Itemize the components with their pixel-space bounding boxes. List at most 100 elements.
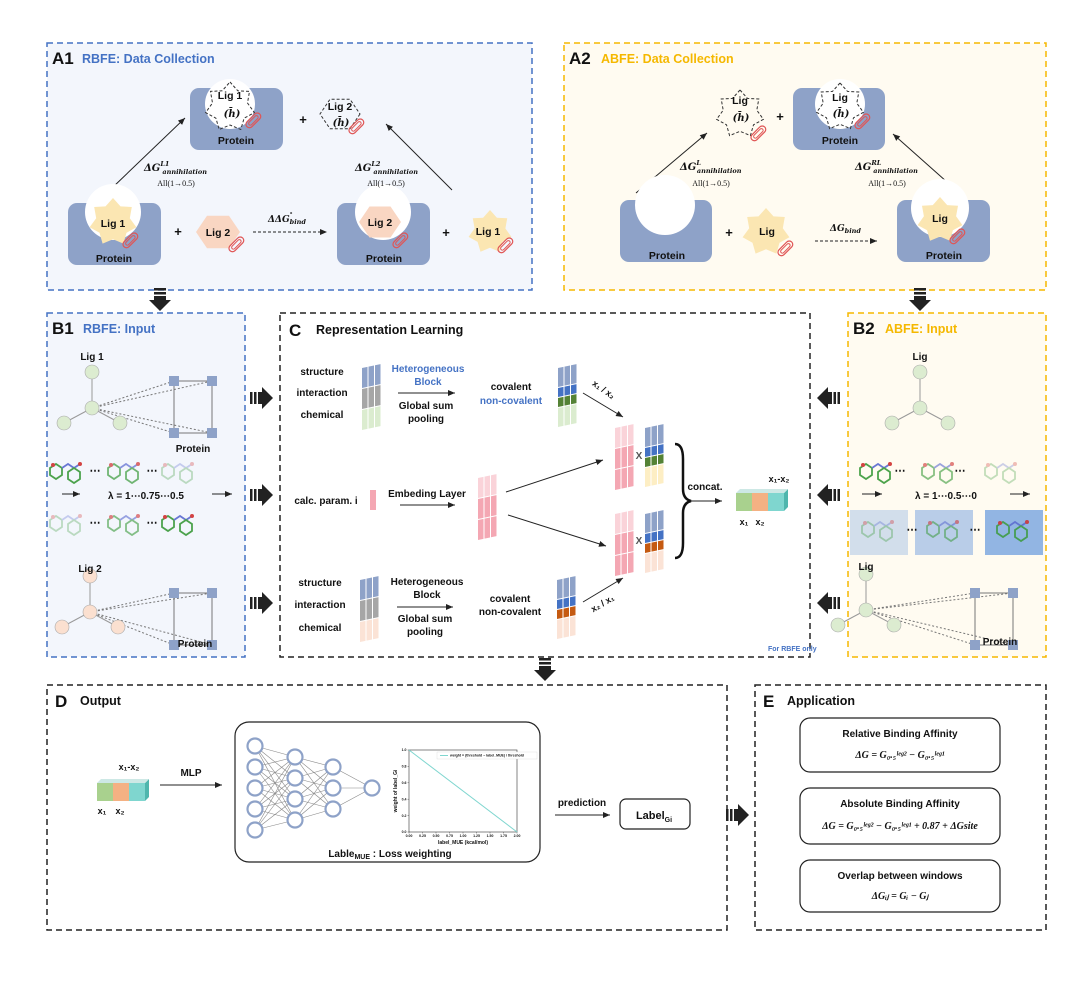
vector-top: [97, 779, 149, 783]
nn-neuron: [246, 800, 264, 818]
feature-cell: [368, 386, 374, 408]
atom: [163, 463, 167, 467]
ligand-node: [54, 619, 70, 635]
feature-structure: structure: [298, 578, 342, 589]
feature-cell: [491, 474, 497, 496]
feature-stack: [557, 576, 576, 639]
diff-label: x₁-x₂: [119, 762, 140, 772]
arrow-stripe: [827, 392, 832, 404]
feature-cell: [645, 446, 651, 457]
arrow-stripe: [254, 489, 257, 501]
atom: [955, 520, 959, 524]
ligand-node: [912, 364, 928, 380]
feature-cell: [645, 456, 651, 467]
ligand-hexagon: [196, 215, 240, 249]
atom: [190, 514, 194, 518]
x-tick-label: 1.00: [460, 834, 467, 838]
lig2-label: Lig 2: [206, 227, 231, 239]
hetero-block-label: Block: [413, 590, 441, 601]
binding-pocket: [635, 175, 695, 235]
ligand-star: [742, 208, 790, 254]
ligand-conformer: [107, 462, 140, 485]
lig2-label: Lig 2: [368, 217, 393, 229]
annihilated-ligand-star: [715, 89, 765, 137]
thick-arrow-down: [149, 288, 171, 311]
arrow-stripe: [827, 489, 832, 501]
interaction-edge: [865, 592, 1014, 611]
panel-b1: [46, 312, 246, 658]
paperclip-outer: [949, 228, 966, 245]
feature-cell: [615, 426, 621, 448]
ligand-node: [82, 604, 98, 620]
paperclip-inner: [780, 243, 791, 254]
paperclip-inner: [125, 235, 136, 246]
feature-cell: [558, 406, 564, 427]
arrow-head: [817, 484, 828, 506]
protein-node: [169, 376, 179, 386]
feature-cell: [478, 497, 484, 519]
arrow-stripe: [254, 392, 257, 404]
feature-cell: [651, 531, 657, 542]
y-tick-label: 1.0: [402, 748, 407, 752]
protein-structure-snapshot: [850, 510, 908, 555]
flow-arrow: [582, 392, 624, 418]
y-tick-label: 0.4: [402, 797, 407, 801]
ellipsis: ⋯: [955, 465, 966, 477]
chain: [1008, 520, 1028, 528]
ellipsis: ⋯: [147, 465, 158, 477]
ring: [179, 466, 193, 485]
arrow-stripe: [154, 292, 166, 295]
atom: [51, 463, 55, 467]
flow-arrow: [507, 514, 607, 547]
ring: [926, 520, 940, 539]
y-tick-label: 0.6: [402, 781, 407, 785]
nn-neuron: [246, 758, 264, 776]
ring: [179, 518, 193, 537]
protein-node: [970, 588, 980, 598]
x-tick-label: 0.75: [446, 834, 453, 838]
arrow-stripe: [258, 392, 263, 404]
thick-arrow-down: [909, 288, 931, 311]
feature-stack: [615, 424, 634, 490]
paperclip-inner: [952, 231, 963, 242]
protein-label: Protein: [96, 253, 132, 265]
arrow-head: [534, 670, 556, 681]
hetero-block-label: Heterogeneous: [391, 577, 464, 588]
flow-arrow: [111, 117, 186, 189]
atom: [950, 462, 954, 466]
feature-cell: [645, 426, 651, 447]
arrow-stripe: [258, 597, 263, 609]
feature-cell: [621, 467, 627, 489]
feature-cell: [658, 540, 664, 551]
chart-y-label: weight of label_Gi: [393, 769, 399, 813]
annihilated-ligand-hexagon: [319, 98, 361, 130]
thick-arrow-right: [726, 804, 749, 826]
pooling-label: pooling: [407, 627, 443, 638]
application-card: [799, 717, 1001, 773]
paperclip-inner: [395, 235, 406, 246]
feature-cell: [362, 387, 368, 409]
ring: [67, 518, 81, 537]
nn-neuron: [324, 779, 342, 797]
paperclip-inner: [753, 128, 764, 139]
feature-cell: [615, 468, 621, 490]
ligand-node: [56, 415, 72, 431]
chart-legend-box: [436, 751, 538, 760]
x-tick-label: 1.75: [500, 834, 507, 838]
ring: [161, 514, 175, 533]
feature-vector-segment: [752, 493, 768, 511]
feature-cell: [645, 552, 651, 573]
interaction-edge: [91, 407, 213, 434]
panel-title-a1: RBFE: Data Collection: [82, 52, 215, 66]
paperclip-inner: [248, 115, 259, 126]
feature-cell: [484, 517, 490, 539]
h-label: (h̄): [833, 108, 850, 120]
nn-neuron: [324, 758, 342, 776]
nn-neuron: [363, 779, 381, 797]
application-card: [799, 859, 1001, 913]
diff-label: x₁-x₂: [769, 474, 790, 484]
shapes-layer: [49, 79, 1043, 826]
feature-vector-segment: [736, 493, 752, 511]
ligand-star: [917, 197, 963, 241]
